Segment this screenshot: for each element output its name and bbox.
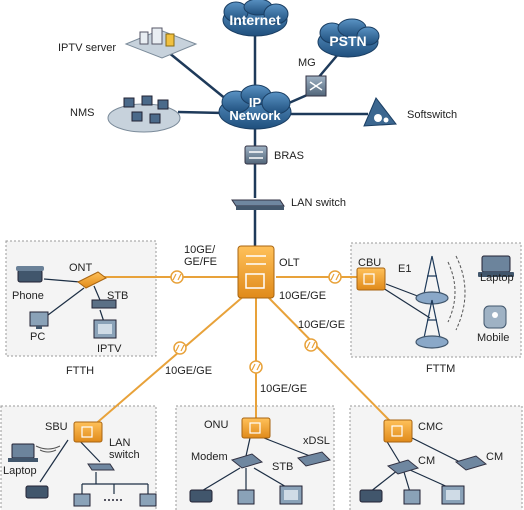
pc-icon-onu [237,489,255,505]
mobile-icon-fttm [483,305,507,329]
lan-switch-icon-sbu [87,463,115,471]
sbu-icon [73,421,103,443]
core-links [167,36,368,246]
stb-icon-ftth [91,299,117,309]
softswitch-icon [363,97,397,127]
pc-icon-ftth [29,311,49,329]
xdsl-icon [297,451,331,467]
thin-links [39,278,461,494]
iptv-icon-ftth [93,319,117,339]
phone-icon-onu [189,489,213,503]
ip-network-cloud [218,84,292,130]
phone-icon-cmc [359,489,383,503]
access-links [91,276,393,428]
ftth-zone [5,240,157,357]
wifi-waves-icon-sbu [35,445,61,453]
marker-onu [249,360,263,374]
lan-switch-icon [231,199,285,210]
onu-icon [241,417,271,439]
marker-fttm [328,270,342,284]
modem-icon [230,453,264,469]
tv-icon-onu [279,485,303,505]
link-olt-sbu [91,294,246,428]
olt-icon [237,245,275,299]
laptop-icon-fttm [478,255,514,277]
tower-icon-upper [415,255,449,305]
pc-icon-cmc [403,489,421,505]
internet-cloud [222,0,289,37]
mg-icon [305,75,327,97]
pc-icons-sbu [73,493,157,507]
cbu-icon [356,267,386,291]
marker-cmc [304,338,318,352]
bras-icon [244,145,268,165]
tower-icon-lower [415,299,449,349]
pstn-cloud [317,18,380,58]
cmc-icon [383,419,413,443]
iptv-server-icon [124,27,198,59]
link-olt-cmc [265,294,393,424]
marker-ftth [170,270,184,284]
nms-icon [107,95,181,133]
cm-icon-left [386,459,420,475]
cm-icon-right [454,455,488,471]
link-nms-ip [177,110,225,115]
radio-waves-icon [447,255,466,331]
marker-ticks [172,273,340,371]
tv-icon-cmc [441,485,465,505]
marker-sbu [173,341,187,355]
link-markers [170,270,342,374]
phone-icon-ftth [16,266,44,283]
phone-icon-sbu [25,485,49,499]
laptop-icon-sbu [8,443,38,462]
ont-icon [77,271,107,289]
link-iptvserver-ip [167,51,233,105]
